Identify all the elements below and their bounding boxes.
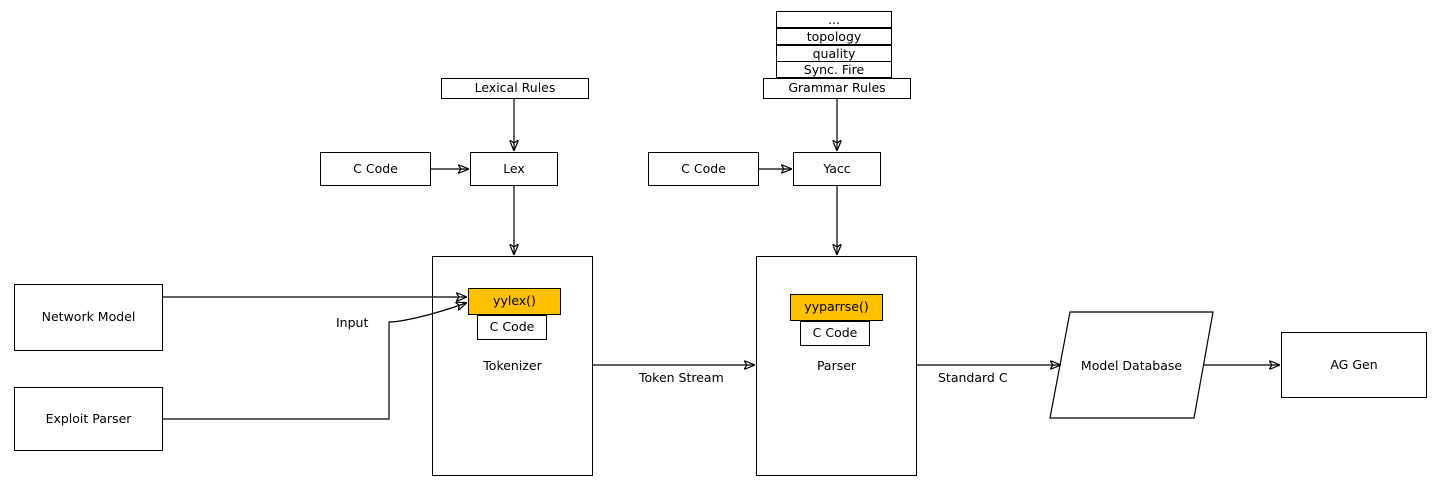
yylex-function-label: yylex() <box>493 293 536 309</box>
lex-box[interactable]: Lex <box>470 152 558 186</box>
grammar-rules-box[interactable]: Grammar Rules <box>763 78 911 99</box>
yacc-box[interactable]: Yacc <box>793 152 881 186</box>
parser-label: Parser <box>816 358 857 373</box>
yyparrse-function-label: yyparrse() <box>804 299 869 315</box>
grammar-stack-layer-1-label: topology <box>806 29 862 44</box>
grammar-stack-layer-3: Sync. Fire <box>776 61 892 78</box>
c-code-lex-box[interactable]: C Code <box>320 152 431 186</box>
lex-label: Lex <box>503 160 525 176</box>
grammar-stack-layer-3-label: Sync. Fire <box>803 62 865 77</box>
tokenizer-label: Tokenizer <box>483 358 542 373</box>
lexical-rules-label: Lexical Rules <box>474 80 556 96</box>
ag-gen-box[interactable]: AG Gen <box>1281 332 1427 398</box>
grammar-stack-layer-0-label: ... <box>828 12 840 27</box>
c-code-lex-label: C Code <box>353 160 398 176</box>
network-model-box[interactable]: Network Model <box>14 284 163 351</box>
input-edge-label: Input <box>336 315 369 330</box>
yacc-label: Yacc <box>823 160 851 176</box>
exploit-parser-label: Exploit Parser <box>45 410 132 426</box>
ag-gen-label: AG Gen <box>1330 356 1378 372</box>
wire-exploit-parser-to-yylex <box>163 303 466 420</box>
parser-c-code-label: C Code <box>812 325 858 341</box>
exploit-parser-box[interactable]: Exploit Parser <box>14 387 163 451</box>
standard-c-edge-label: Standard C <box>938 370 1008 385</box>
grammar-stack-layer-2-label: quality <box>812 46 856 61</box>
yyparrse-function-box[interactable]: yyparrse() <box>790 294 883 321</box>
grammar-stack-layer-1: topology <box>776 28 892 45</box>
tokenizer-c-code-box[interactable]: C Code <box>477 315 547 340</box>
grammar-rules-label: Grammar Rules <box>788 80 886 96</box>
parser-c-code-box[interactable]: C Code <box>800 321 870 346</box>
parser-container[interactable] <box>756 256 917 476</box>
token-stream-edge-label: Token Stream <box>639 370 724 385</box>
model-database-label: Model Database <box>1080 358 1183 373</box>
lexical-rules-box[interactable]: Lexical Rules <box>441 78 589 99</box>
yylex-function-box[interactable]: yylex() <box>468 288 561 315</box>
c-code-yacc-label: C Code <box>681 160 726 176</box>
network-model-label: Network Model <box>41 309 136 325</box>
grammar-stack-layer-2: quality <box>776 45 892 62</box>
c-code-yacc-box[interactable]: C Code <box>648 152 759 186</box>
tokenizer-c-code-label: C Code <box>489 319 535 335</box>
grammar-stack-layer-0: ... <box>776 11 892 28</box>
